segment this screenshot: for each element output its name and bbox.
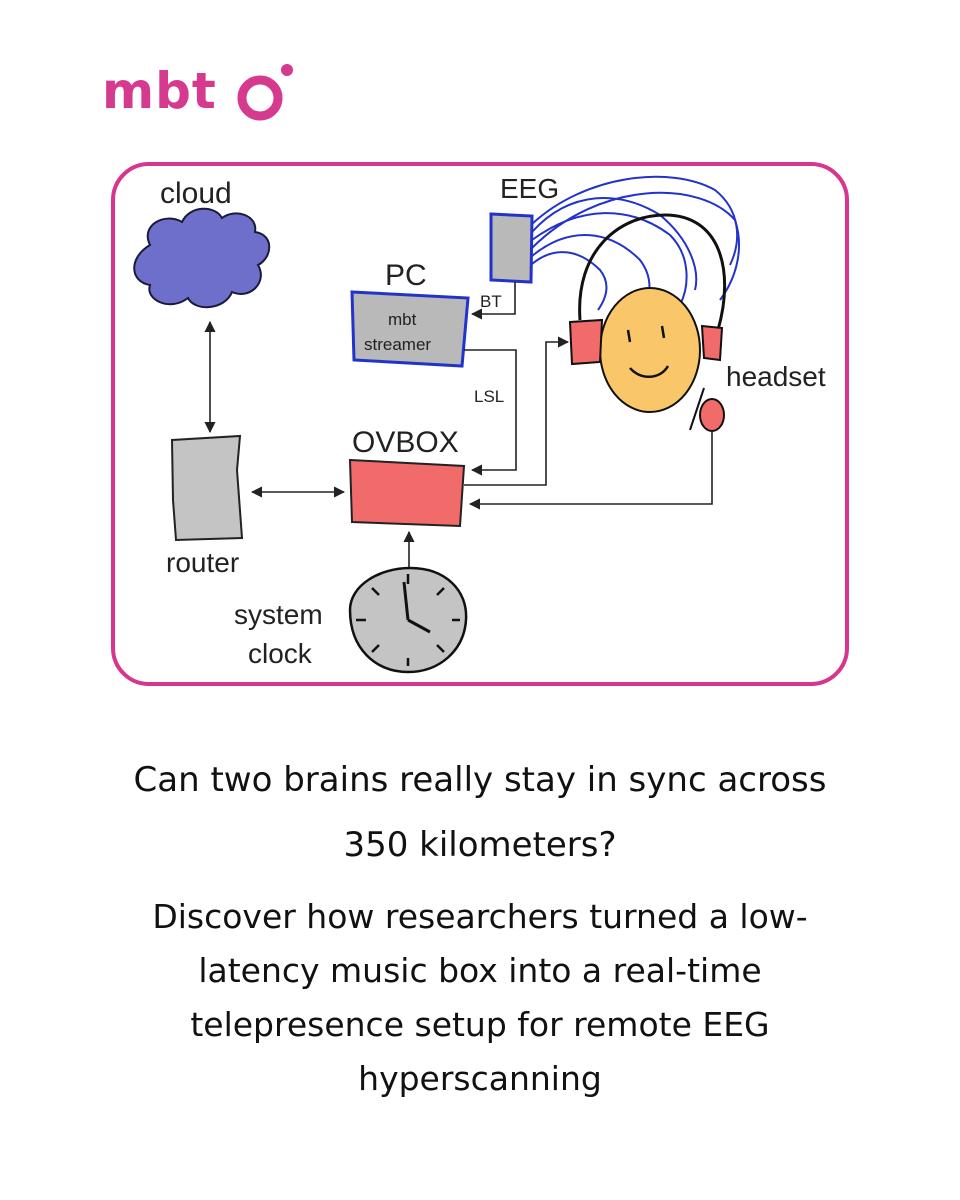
logo-text: mbt [102,62,217,120]
bt-label: BT [480,292,502,311]
microphone [699,398,725,432]
subtext-line1: Discover how researchers turned a low- [152,897,808,936]
clock-label-line1: system [234,599,323,630]
router-shape [170,434,244,542]
right-earcup [700,324,724,362]
ovbox-shape [348,458,466,528]
lsl-label: LSL [474,387,504,406]
subtext-line3: telepresence setup for remote EEG [190,1005,770,1044]
pc-label: PC [385,259,427,292]
headline-line1: Can two brains really stay in sync acros… [133,760,827,800]
brand-logo: mbt [98,58,308,134]
eeg-pc-bt-arrow [470,282,516,320]
cloud-shape [133,207,271,309]
eeg-device [489,212,534,284]
router-label: router [166,547,239,578]
system-clock-icon [348,566,468,674]
pc-ovbox-lsl-arrow [464,349,517,476]
headline-line2: 350 kilometers? [343,825,617,865]
cloud-label: cloud [160,177,232,210]
system-diagram: cloud router EEG BT PC mbt streamer L [111,162,849,686]
headset-person [568,213,727,432]
eeg-label: EEG [500,173,559,204]
head-face [599,287,701,413]
subtext-line4: hyperscanning [358,1059,602,1098]
subtext: Discover how researchers turned a low- l… [100,890,860,1106]
logo-ring-icon [237,64,293,121]
pc-box [350,290,470,368]
diagram-frame [111,162,849,686]
headset-label: headset [726,361,826,392]
left-earcup [568,318,604,366]
subtext-line2: latency music box into a real-time [198,951,762,990]
ovbox-label: OVBOX [352,426,459,459]
headline: Can two brains really stay in sync acros… [0,752,960,874]
pc-mbt-label: mbt [388,310,417,329]
clock-label-line2: clock [248,638,313,669]
ovbox-headphone-arrow [464,336,570,486]
pc-streamer-label: streamer [364,335,431,354]
mic-ovbox-arrow [468,432,713,510]
